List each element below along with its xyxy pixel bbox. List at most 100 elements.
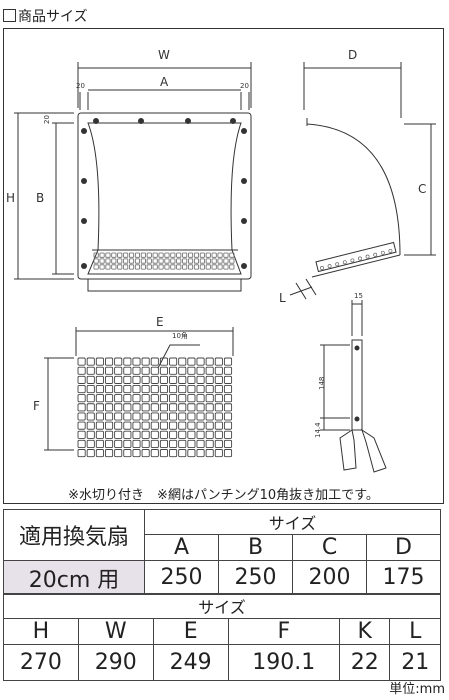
mesh-cell — [159, 430, 169, 439]
drip-hole — [327, 264, 332, 269]
label-margin-left: 20 — [76, 82, 85, 90]
grille-cell — [187, 264, 194, 270]
mesh-cell — [205, 375, 214, 384]
mesh-cell — [150, 366, 159, 375]
grille-cell — [187, 258, 194, 264]
mesh-cell — [86, 385, 95, 394]
grille-cell — [123, 264, 129, 270]
mesh-cell — [169, 449, 178, 458]
mesh-cell — [196, 366, 205, 375]
grille-cell — [111, 252, 117, 258]
mesh-cell — [159, 421, 169, 430]
mesh-cell — [104, 403, 114, 412]
drip-hole — [365, 254, 370, 259]
grille-cell — [170, 258, 176, 264]
mesh-cell — [223, 412, 233, 421]
grille-cell — [217, 264, 223, 270]
grille-cell — [117, 252, 123, 258]
mesh-cell — [214, 357, 223, 366]
label-e: E — [156, 315, 164, 329]
mesh-cell — [86, 357, 95, 366]
grille-cell — [176, 264, 182, 270]
mesh-cell — [205, 430, 214, 439]
mesh-cell — [178, 366, 187, 375]
t1-h-d: D — [366, 534, 441, 561]
mesh-cell — [159, 412, 169, 421]
technical-drawing: W A D H B C L E F 20 20 20 10角 15 148 14… — [6, 48, 436, 473]
t1-v-b: 250 — [218, 560, 293, 595]
front-grille — [93, 252, 235, 270]
mesh-cell — [123, 357, 132, 366]
mesh-cell — [178, 394, 187, 403]
mesh-cell — [205, 421, 214, 430]
mesh-cell — [114, 449, 123, 458]
grille-cell — [193, 252, 200, 258]
t2-h-l: L — [389, 618, 441, 645]
mesh-cell — [169, 357, 178, 366]
mesh-cell — [178, 403, 187, 412]
grille-cell — [199, 252, 205, 258]
mesh-cell — [159, 375, 169, 384]
mesh-cell — [214, 403, 223, 412]
mesh-cell — [150, 449, 159, 458]
grille-cell — [99, 264, 105, 270]
mesh-cell — [95, 385, 104, 394]
label-15: 15 — [354, 292, 363, 300]
mesh-cell — [86, 394, 95, 403]
mesh-cell — [150, 394, 159, 403]
mesh-cell — [123, 366, 132, 375]
t1-h-b: B — [218, 534, 293, 561]
label-148: 148 — [318, 377, 326, 390]
mesh-cell — [214, 394, 223, 403]
mesh-cell — [196, 375, 205, 384]
mesh-cell — [132, 449, 141, 458]
mesh-cell — [123, 375, 132, 384]
grille-cell — [223, 252, 229, 258]
drip-hole — [358, 256, 362, 261]
mesh-cell — [123, 439, 132, 449]
mesh-cell — [169, 412, 178, 421]
mesh-cell — [178, 430, 187, 439]
grille-cell — [128, 252, 135, 258]
mesh-cell — [187, 449, 196, 458]
grille-cell — [176, 258, 182, 264]
mesh-cell — [86, 366, 95, 375]
t1-label: 適用換気扇 — [3, 509, 145, 561]
mesh-cell — [205, 366, 214, 375]
grille-cell — [158, 252, 164, 258]
mesh-cell — [159, 449, 169, 458]
grille-cell — [152, 258, 158, 264]
grille-cell — [170, 264, 176, 270]
grille-cell — [146, 258, 152, 264]
mesh-cell — [169, 375, 178, 384]
mesh-cell — [159, 439, 169, 449]
grille-cell — [229, 252, 235, 258]
mesh-cell — [132, 439, 141, 449]
mesh-cell — [104, 421, 114, 430]
mesh-cell — [196, 412, 205, 421]
grille-cell — [199, 264, 205, 270]
mesh-cell — [104, 439, 114, 449]
mesh-cell — [123, 412, 132, 421]
mesh-cell — [77, 449, 86, 458]
mesh-cell — [223, 449, 233, 458]
side-view — [289, 62, 436, 300]
mesh-cell — [132, 385, 141, 394]
mesh-cell — [214, 439, 223, 449]
mesh-cell — [104, 449, 114, 458]
mesh-cell — [132, 394, 141, 403]
mesh-cell — [223, 357, 233, 366]
mesh-cell — [196, 449, 205, 458]
grille-cell — [123, 252, 129, 258]
mesh-cell — [150, 375, 159, 384]
mesh-cell — [169, 439, 178, 449]
t1-v-c: 200 — [292, 560, 367, 595]
mesh-cell — [150, 412, 159, 421]
checkbox-icon — [3, 9, 16, 22]
mesh-cell — [141, 412, 150, 421]
grille-cell — [99, 258, 105, 264]
mesh-cell — [150, 439, 159, 449]
mesh-cell — [187, 385, 196, 394]
mesh-cell — [123, 385, 132, 394]
label-b: B — [36, 191, 44, 205]
